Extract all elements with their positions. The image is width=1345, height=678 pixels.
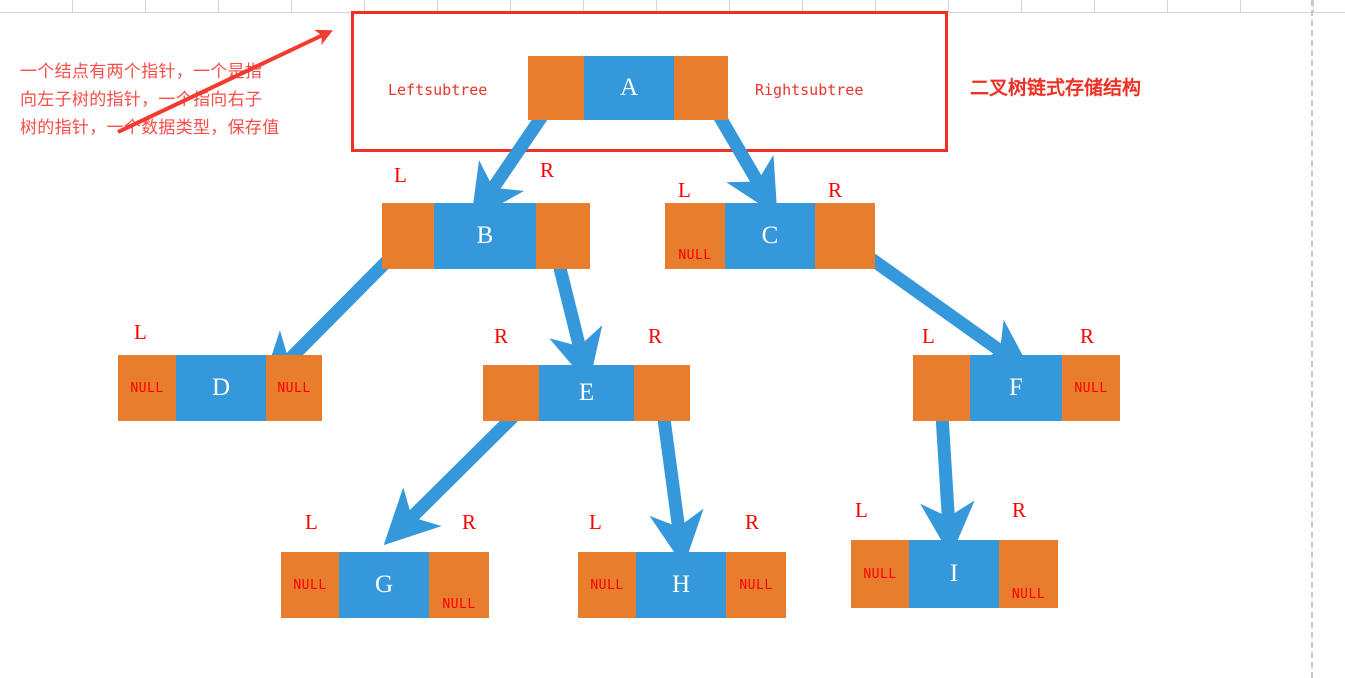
node-C-left-pointer[interactable]: NULL [665, 203, 725, 269]
spreadsheet-grid-cell [365, 0, 438, 13]
tree-node-D[interactable]: NULL D NULL [118, 355, 322, 421]
label-F-right: R [1080, 324, 1095, 348]
spreadsheet-grid-cell [438, 0, 511, 13]
spreadsheet-grid-cell [219, 0, 292, 13]
spreadsheet-grid-cell [803, 0, 876, 13]
tree-node-E[interactable]: E [483, 365, 690, 421]
spreadsheet-grid-cell [73, 0, 146, 13]
label-A-right: R [540, 158, 555, 182]
node-F-right-pointer[interactable]: NULL [1062, 355, 1120, 421]
tree-node-G[interactable]: NULL G NULL [281, 552, 489, 618]
node-B-right-pointer[interactable] [536, 203, 590, 269]
label-C-left: L [678, 178, 691, 202]
spreadsheet-grid-cell [657, 0, 730, 13]
node-I-value: I [909, 540, 999, 608]
node-C-value: C [725, 203, 815, 269]
node-D-value: D [176, 355, 266, 421]
leftsubtree-label: Leftsubtree [388, 81, 488, 99]
annotation-line-3: 树的指针，一个数据类型，保存值 [20, 118, 280, 138]
spreadsheet-grid-cell [949, 0, 1022, 13]
node-A-value: A [584, 56, 674, 120]
spreadsheet-grid-cell [1241, 0, 1314, 13]
spreadsheet-grid-cell [1022, 0, 1095, 13]
spreadsheet-grid-cell [511, 0, 584, 13]
label-E-right: R [462, 510, 477, 534]
node-A-right-pointer[interactable] [674, 56, 728, 120]
spreadsheet-grid-cell [1095, 0, 1168, 13]
callout-box [351, 11, 948, 152]
node-H-left-pointer[interactable]: NULL [578, 552, 636, 618]
annotation-text: 一个结点有两个指针，一个是指 向左子树的指针，一个指向右子 树的指针，一个数据类… [20, 58, 330, 142]
tree-node-I[interactable]: NULL I NULL [851, 540, 1058, 608]
label-B-right: R [494, 324, 509, 348]
spreadsheet-grid-cell [146, 0, 219, 13]
spreadsheet-grid-cell [0, 0, 73, 13]
label-F-left: L [922, 324, 935, 348]
tree-node-C[interactable]: NULL C [665, 203, 875, 269]
annotation-line-1: 一个结点有两个指针，一个是指 [20, 62, 263, 82]
spreadsheet-grid-cell [1314, 0, 1345, 13]
tree-node-A[interactable]: A [528, 56, 728, 120]
label-I-right: R [1012, 498, 1027, 522]
spreadsheet-grid-cell [1168, 0, 1241, 13]
label-E-left: L [305, 510, 318, 534]
label-E-upper-right: R [648, 324, 663, 348]
annotation-line-2: 向左子树的指针，一个指向右子 [20, 90, 263, 110]
node-F-value: F [970, 355, 1062, 421]
spreadsheet-grid-cell [292, 0, 365, 13]
node-E-right-pointer[interactable] [634, 365, 690, 421]
tree-node-H[interactable]: NULL H NULL [578, 552, 786, 618]
label-B-left: L [134, 320, 147, 344]
node-G-right-pointer[interactable]: NULL [429, 552, 489, 618]
diagram-title: 二叉树链式存储结构 [970, 77, 1142, 99]
tree-node-F[interactable]: F NULL [913, 355, 1120, 421]
node-E-left-pointer[interactable] [483, 365, 539, 421]
node-H-value: H [636, 552, 726, 618]
node-I-right-pointer[interactable]: NULL [999, 540, 1058, 608]
node-B-value: B [434, 203, 536, 269]
spreadsheet-grid-cell [876, 0, 949, 13]
label-I-left: L [855, 498, 868, 522]
rightsubtree-label: Rightsubtree [755, 81, 864, 99]
tree-node-B[interactable]: B [382, 203, 590, 269]
node-I-left-pointer[interactable]: NULL [851, 540, 909, 608]
spreadsheet-grid-cell [730, 0, 803, 13]
label-H-left: L [589, 510, 602, 534]
label-C-right: R [828, 178, 843, 202]
node-D-left-pointer[interactable]: NULL [118, 355, 176, 421]
node-B-left-pointer[interactable] [382, 203, 434, 269]
node-C-right-pointer[interactable] [815, 203, 875, 269]
edge-E-R-H [649, 403, 704, 567]
label-H-right: R [745, 510, 760, 534]
spreadsheet-grid-cell [584, 0, 657, 13]
node-E-value: E [539, 365, 634, 421]
node-A-left-pointer[interactable] [528, 56, 584, 120]
node-D-right-pointer[interactable]: NULL [266, 355, 322, 421]
node-G-left-pointer[interactable]: NULL [281, 552, 339, 618]
node-F-left-pointer[interactable] [913, 355, 970, 421]
page-break-line [1311, 0, 1313, 678]
label-A-left: L [394, 163, 407, 187]
node-H-right-pointer[interactable]: NULL [726, 552, 786, 618]
node-G-value: G [339, 552, 429, 618]
